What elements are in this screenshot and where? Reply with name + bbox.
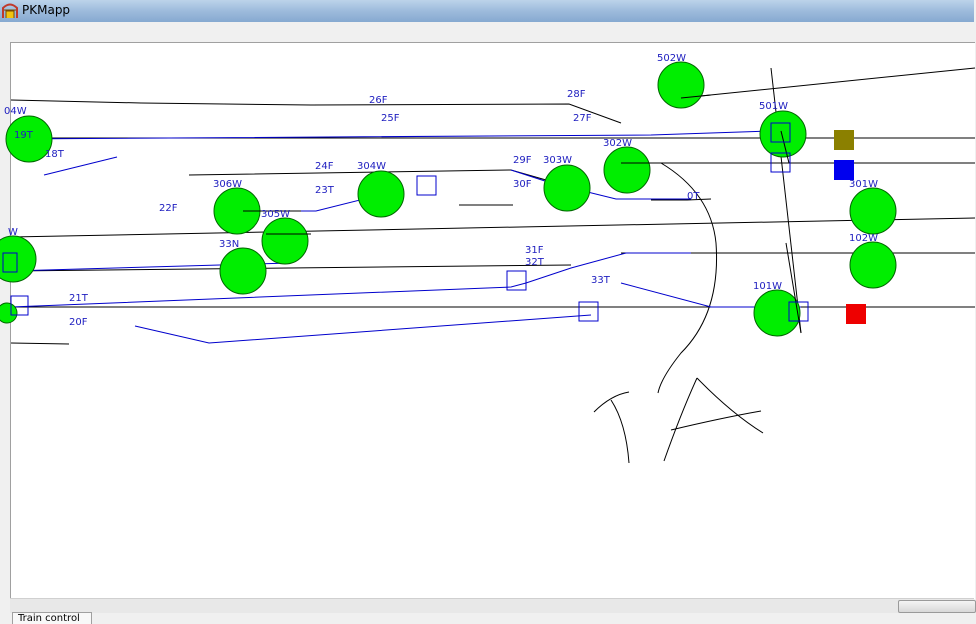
- sketch-stroke: [663, 377, 764, 462]
- block-square[interactable]: [416, 175, 437, 196]
- track-line-blue: [10, 130, 772, 140]
- track-line-blue: [510, 169, 691, 200]
- track-label: 20F: [69, 317, 88, 328]
- signal-circle[interactable]: [849, 241, 897, 289]
- track-line: [10, 217, 976, 238]
- track-label: 305W: [261, 209, 290, 220]
- track-map-svg[interactable]: 04W 19T 18T 26F 25F 28F 27F 502W 501W 30…: [0, 43, 976, 599]
- track-line: [680, 67, 976, 99]
- horizontal-scrollbar[interactable]: [10, 598, 976, 613]
- track-label: 22F: [159, 203, 178, 214]
- track-label: 26F: [369, 95, 388, 106]
- indicator-square-blue[interactable]: [834, 160, 854, 180]
- track-line: [651, 198, 712, 201]
- block-square[interactable]: [578, 301, 599, 322]
- track-label: 102W: [849, 233, 878, 244]
- block-square[interactable]: [770, 122, 791, 143]
- track-label: 501W: [759, 101, 788, 112]
- track-label: 33N: [219, 239, 239, 250]
- block-square[interactable]: [506, 270, 527, 291]
- track-label: 32T: [525, 257, 545, 268]
- track-label: 25F: [381, 113, 400, 124]
- scrollbar-thumb[interactable]: [898, 600, 976, 613]
- signal-circle[interactable]: [5, 115, 53, 163]
- app-icon: [2, 3, 18, 18]
- track-label: W: [8, 227, 18, 238]
- sketch-stroke: [657, 162, 718, 394]
- block-square[interactable]: [2, 252, 18, 273]
- train-control-tab[interactable]: Train control: [12, 612, 92, 624]
- train-control-tab-label: Train control: [18, 613, 80, 624]
- signal-circle[interactable]: [759, 110, 807, 158]
- indicator-square-red[interactable]: [846, 304, 866, 324]
- track-line: [680, 94, 712, 99]
- signal-circle[interactable]: [753, 289, 801, 337]
- track-label: 101W: [753, 281, 782, 292]
- block-square[interactable]: [10, 295, 29, 316]
- track-line: [785, 242, 802, 334]
- track-label: 303W: [543, 155, 572, 166]
- track-label: 28F: [567, 89, 586, 100]
- signal-circle[interactable]: [543, 164, 591, 212]
- track-line: [780, 130, 790, 164]
- signal-circle[interactable]: [261, 217, 309, 265]
- signal-circle[interactable]: [849, 187, 897, 235]
- window-title: PKMapp: [22, 3, 71, 17]
- track-label: 04W: [4, 106, 27, 117]
- track-label: 29F: [513, 155, 532, 166]
- track-line-blue: [43, 156, 118, 176]
- signal-circle[interactable]: [603, 146, 651, 194]
- track-label: 24F: [315, 161, 334, 172]
- track-label: 302W: [603, 138, 632, 149]
- track-label: 19T: [14, 130, 34, 141]
- track-line: [10, 99, 622, 124]
- signal-circle[interactable]: [219, 247, 267, 295]
- track-map-canvas[interactable]: 04W 19T 18T 26F 25F 28F 27F 502W 501W 30…: [0, 42, 976, 599]
- track-line: [10, 342, 70, 345]
- track-label: 31F: [525, 245, 544, 256]
- signal-circle[interactable]: [0, 302, 18, 324]
- signal-circle[interactable]: [657, 61, 705, 109]
- track-label: 502W: [657, 53, 686, 64]
- track-label: 27F: [573, 113, 592, 124]
- track-label: 0T: [687, 191, 700, 202]
- signal-circle[interactable]: [357, 170, 405, 218]
- track-label: 306W: [213, 179, 242, 190]
- track-label: 23T: [315, 185, 335, 196]
- track-label: 18T: [45, 149, 65, 160]
- track-label: 30F: [513, 179, 532, 190]
- block-square[interactable]: [788, 301, 809, 322]
- track-label: 33T: [591, 275, 611, 286]
- block-square[interactable]: [770, 152, 791, 173]
- track-line: [10, 264, 572, 272]
- track-label: 301W: [849, 179, 878, 190]
- track-label: 304W: [357, 161, 386, 172]
- track-line-blue: [134, 314, 592, 344]
- signal-circle[interactable]: [0, 235, 37, 283]
- track-label: 21T: [69, 293, 89, 304]
- title-bar[interactable]: PKMapp: [0, 0, 974, 22]
- indicator-square-olive[interactable]: [834, 130, 854, 150]
- sketch-stroke: [593, 391, 630, 464]
- track-line-blue: [10, 252, 691, 308]
